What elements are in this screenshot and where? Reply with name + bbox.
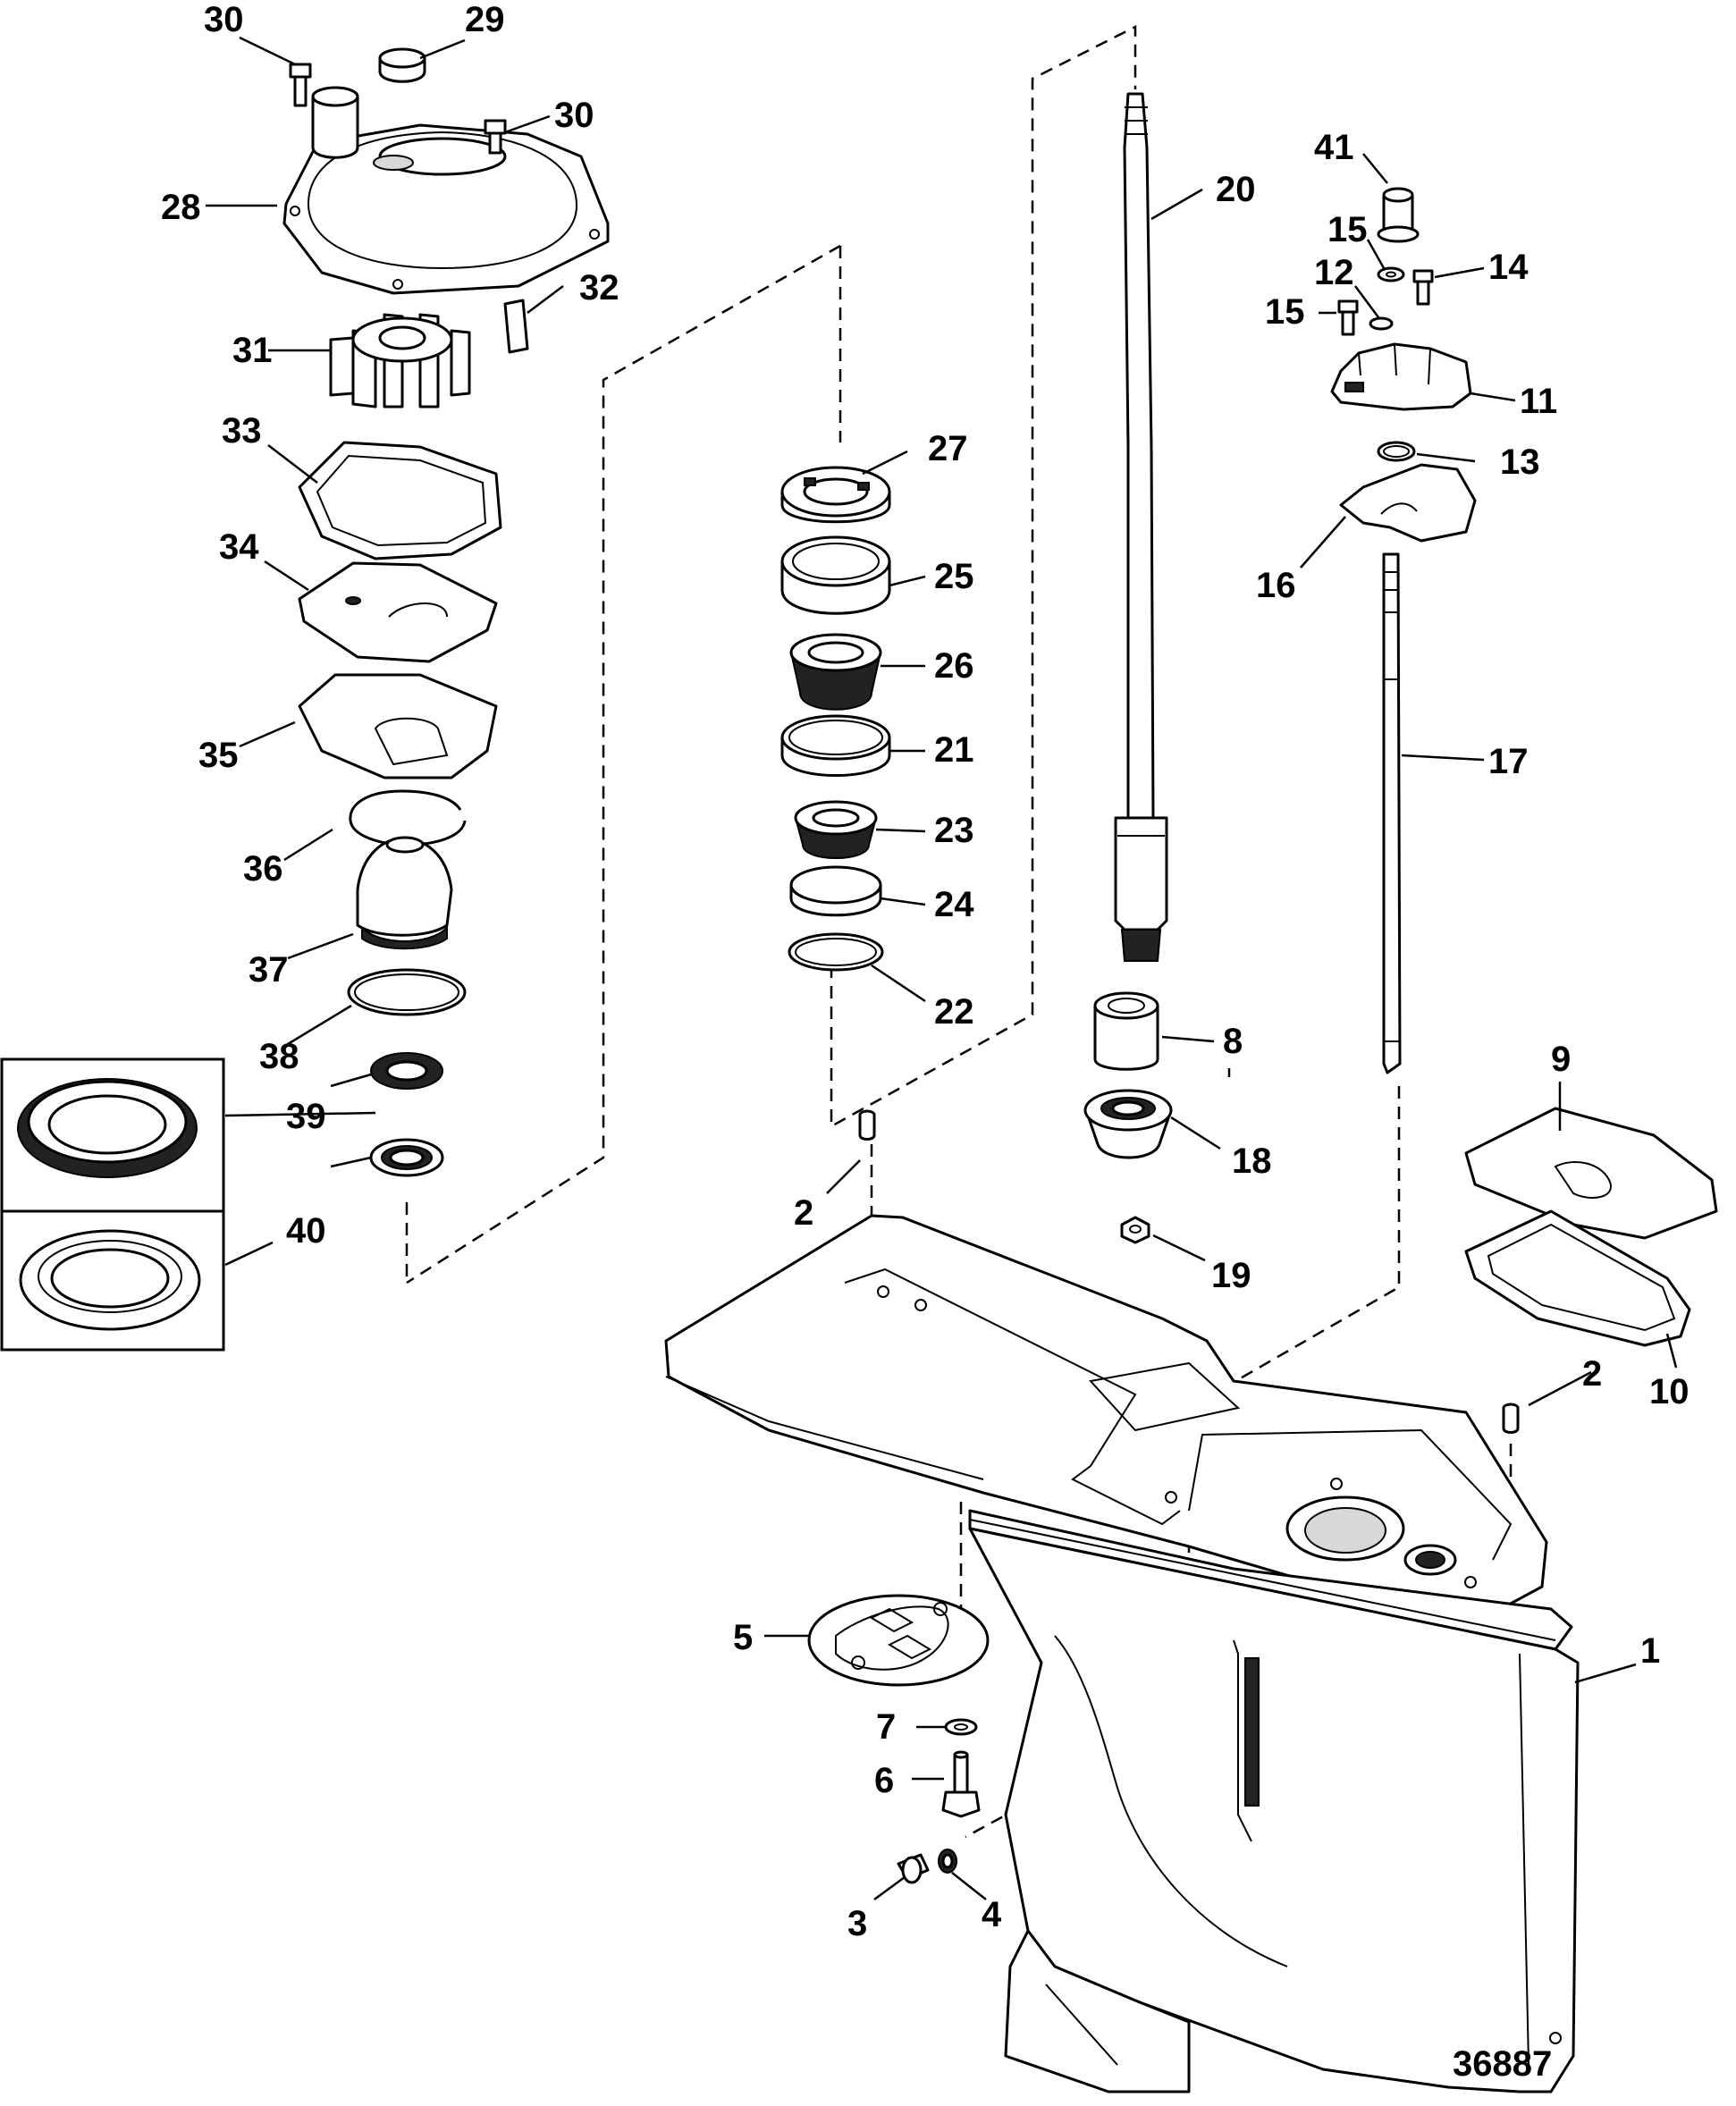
callout-33: 33 xyxy=(222,411,262,451)
snap-ring xyxy=(349,789,467,847)
shift-shaft xyxy=(1382,552,1402,1074)
callout-22: 22 xyxy=(934,992,974,1032)
callout-26: 26 xyxy=(934,646,974,686)
callout-29: 29 xyxy=(465,0,505,39)
impeller-key xyxy=(503,299,529,354)
dowel-pin-2b xyxy=(1502,1403,1520,1434)
callout-38: 38 xyxy=(259,1037,299,1076)
water-tube-seal xyxy=(1083,1089,1173,1159)
screw-14 xyxy=(1412,269,1434,306)
callout-40: 40 xyxy=(286,1211,326,1251)
callout-30: 30 xyxy=(554,96,594,135)
washer-12 xyxy=(1369,316,1394,331)
callout-32: 32 xyxy=(579,268,619,307)
callout-18: 18 xyxy=(1232,1141,1272,1181)
callout-25: 25 xyxy=(934,557,974,596)
callout-21: 21 xyxy=(934,730,974,770)
callout-34: 34 xyxy=(219,527,259,567)
shift-bushing-41 xyxy=(1377,187,1420,243)
callout-35: 35 xyxy=(198,736,239,775)
callout-15: 15 xyxy=(1327,210,1368,249)
tapered-bearing-23 xyxy=(794,800,878,859)
washer-15 xyxy=(1377,266,1405,282)
screw-30b xyxy=(484,119,507,155)
callout-15: 15 xyxy=(1265,292,1305,332)
callout-13: 13 xyxy=(1500,442,1540,482)
callout-27: 27 xyxy=(928,429,968,468)
needle-bearing xyxy=(1093,991,1159,1071)
washer-7 xyxy=(944,1718,978,1736)
bearing-cup-21 xyxy=(780,714,891,777)
leader-lines xyxy=(206,36,1678,1901)
nut xyxy=(1120,1216,1150,1244)
callout-28: 28 xyxy=(161,188,201,227)
callout-41: 41 xyxy=(1314,128,1354,167)
callout-9: 9 xyxy=(1551,1040,1571,1079)
grommet xyxy=(378,47,426,83)
callout-12: 12 xyxy=(1314,253,1354,292)
bearing-cup-24 xyxy=(789,865,882,917)
callout-2: 2 xyxy=(794,1193,813,1233)
callout-7: 7 xyxy=(876,1707,896,1747)
screw-15 xyxy=(1337,299,1359,336)
oil-seal-40 xyxy=(369,1138,444,1177)
callout-20: 20 xyxy=(1216,170,1256,209)
dowel-pin-2a xyxy=(858,1109,876,1141)
callout-4: 4 xyxy=(982,1895,1002,1934)
washer-4 xyxy=(938,1849,957,1874)
o-ring-38 xyxy=(347,968,467,1016)
screw-6 xyxy=(941,1750,981,1818)
gasket-10 xyxy=(1464,1209,1691,1347)
seal-detail-inset xyxy=(0,1057,225,1352)
bearing-cup-25 xyxy=(780,535,891,615)
callout-31: 31 xyxy=(232,331,273,370)
oil-seal-39 xyxy=(370,1052,443,1090)
o-ring-13 xyxy=(1377,441,1416,462)
impeller xyxy=(329,313,471,409)
callout-6: 6 xyxy=(874,1761,894,1800)
screw-30a xyxy=(289,63,312,107)
anti-ventilation-plate xyxy=(807,1594,990,1687)
face-plate xyxy=(298,561,498,663)
callout-2: 2 xyxy=(1582,1354,1602,1394)
callout-39: 39 xyxy=(286,1097,326,1136)
callout-5: 5 xyxy=(733,1618,753,1657)
driveshaft xyxy=(1114,92,1168,962)
gasket-35 xyxy=(298,673,498,779)
callout-30: 30 xyxy=(204,0,244,39)
callout-36: 36 xyxy=(243,849,283,889)
callout-11: 11 xyxy=(1520,382,1557,421)
callout-37: 37 xyxy=(249,950,289,990)
callout-24: 24 xyxy=(934,885,974,924)
plug-3 xyxy=(897,1853,930,1884)
gearcase-housing xyxy=(664,1214,1580,2093)
callout-labels: 30 29 30 28 32 31 33 34 35 36 37 38 39 4… xyxy=(161,0,1690,2084)
gasket-9 xyxy=(1464,1107,1718,1240)
pump-housing xyxy=(282,86,610,295)
callout-19: 19 xyxy=(1211,1256,1251,1295)
o-ring-22 xyxy=(788,932,884,972)
figure-id: 36887 xyxy=(1453,2044,1552,2084)
callout-17: 17 xyxy=(1488,742,1529,781)
callout-1: 1 xyxy=(1640,1631,1660,1671)
shift-shaft-coupler xyxy=(1330,342,1472,411)
gasket-33 xyxy=(298,441,502,560)
callout-10: 10 xyxy=(1649,1372,1690,1411)
bearing-retainer xyxy=(780,466,891,524)
callout-14: 14 xyxy=(1488,248,1529,287)
callout-3: 3 xyxy=(847,1904,867,1943)
callout-23: 23 xyxy=(934,811,974,850)
callout-16: 16 xyxy=(1256,566,1296,605)
tapered-bearing-26 xyxy=(789,633,882,711)
callout-8: 8 xyxy=(1223,1022,1243,1061)
shift-gasket-16 xyxy=(1339,463,1477,543)
pump-base-cover xyxy=(356,836,453,950)
